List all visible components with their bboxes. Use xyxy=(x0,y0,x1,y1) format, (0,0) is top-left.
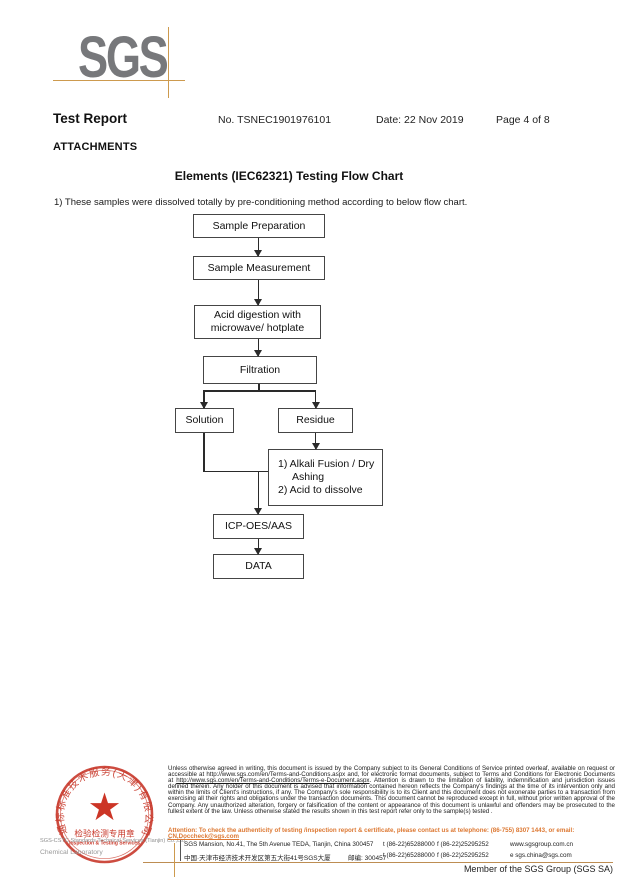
sgs-member-line: Member of the SGS Group (SGS SA) xyxy=(463,864,613,874)
connector-solution-down xyxy=(203,433,205,472)
report-date: Date: 22 Nov 2019 xyxy=(376,114,464,126)
legal-text-part2: . Attention is drawn to the limitation o… xyxy=(168,777,615,815)
node-residue: Residue xyxy=(278,408,353,433)
node-solution: Solution xyxy=(175,408,234,433)
stamp-star-icon: ★ xyxy=(87,787,121,829)
node-label-line2: Ashing xyxy=(292,471,325,484)
address-separator-bar xyxy=(180,840,181,861)
node-alkali-fusion: 1) Alkali Fusion / Dry Ashing 2) Acid to… xyxy=(268,449,383,506)
lab-name: Chemical Laboratory xyxy=(40,849,103,856)
arrow-digestion-to-filtration xyxy=(257,339,260,356)
sgs-logo: SGS xyxy=(78,25,169,90)
node-icp-oes-aas: ICP-OES/AAS xyxy=(213,514,304,539)
node-label: DATA xyxy=(245,560,272,573)
node-label: Sample Preparation xyxy=(212,219,306,232)
node-label: Sample Measurement xyxy=(207,261,311,274)
footer-crosshair-vertical-line xyxy=(174,843,176,877)
phone-number: t (86-22)65288000 xyxy=(383,841,435,848)
node-label: Residue xyxy=(296,414,335,427)
company-stamp: 通标标准技术服务(天津)有限公司 ★ 检验检测专用章 Inspection & … xyxy=(54,765,154,864)
doccheck-email-link[interactable]: CN.Doccheck@sgs.com xyxy=(168,833,240,841)
node-label: Filtration xyxy=(239,363,281,376)
arrow-to-residue xyxy=(314,391,317,408)
node-label-line1: 1) Alkali Fusion / Dry xyxy=(278,458,375,471)
phone-number: t (86-22)65288000 xyxy=(383,852,435,859)
node-acid-digestion: Acid digestion with microwave/ hotplate xyxy=(194,305,321,339)
fax-number: f (86-22)25295252 xyxy=(437,841,489,848)
flowchart-title: Elements (IEC62321) Testing Flow Chart xyxy=(174,169,404,183)
report-number: No. TSNEC1901976101 xyxy=(218,114,332,126)
attachments-heading: ATTACHMENTS xyxy=(53,141,138,153)
website-url[interactable]: www.sgsgroup.com.cn xyxy=(510,841,573,848)
legal-disclaimer: Unless otherwise agreed in writing, this… xyxy=(168,765,615,815)
node-label: ICP-OES/AAS xyxy=(224,520,293,533)
arrow-to-solution xyxy=(203,391,205,408)
arrow-to-icp xyxy=(257,471,260,514)
logo-crosshair-vertical-line xyxy=(167,27,170,98)
postal-code: 邮编: 300457 xyxy=(348,854,387,862)
arrow-prep-to-measurement xyxy=(257,238,260,256)
flowchart-intro-text: 1) These samples were dissolved totally … xyxy=(54,197,468,208)
attention-text: Attention: To check the authenticity of … xyxy=(168,827,575,834)
fax-number: f (86-22)25295252 xyxy=(437,852,489,859)
connector-solution-horizontal xyxy=(203,470,269,473)
email-address[interactable]: e sgs.china@sgs.com xyxy=(510,852,572,859)
address-cn: 中国·天津市经济技术开发区第五大街41号SGS大厦 xyxy=(184,854,331,862)
arrow-measurement-to-digestion xyxy=(257,280,260,305)
node-sample-preparation: Sample Preparation xyxy=(193,214,325,238)
terms-document-url[interactable]: http://www.sgs.com/en/Terms-and-Conditio… xyxy=(176,777,370,785)
node-label-line2: microwave/ hotplate xyxy=(210,322,305,334)
attention-notice: Attention: To check the authenticity of … xyxy=(168,827,615,841)
stamp-outer-ring xyxy=(55,765,154,864)
node-data: DATA xyxy=(213,554,304,579)
footer-rule xyxy=(143,861,613,864)
connector-split-horizontal xyxy=(203,390,317,392)
arrow-icp-to-data xyxy=(257,539,260,554)
stamp-center-label: 检验检测专用章 xyxy=(74,828,135,839)
doc-type-title: Test Report xyxy=(53,111,128,126)
node-label-line1: Acid digestion with xyxy=(214,309,301,322)
logo-crosshair-horizontal-line xyxy=(53,79,185,82)
node-sample-measurement: Sample Measurement xyxy=(193,256,325,280)
stamp-inner-ring xyxy=(59,769,150,860)
legal-text-part1: Unless otherwise agreed in writing, this… xyxy=(168,765,615,785)
lab-company-name: SGS-CSTC Standards Technical Services (T… xyxy=(40,838,187,844)
connector-filtration-stub xyxy=(258,384,260,391)
node-label: Solution xyxy=(185,414,224,427)
page-indicator: Page 4 of 8 xyxy=(496,114,550,126)
arrow-residue-to-alkali xyxy=(314,433,317,449)
node-filtration: Filtration xyxy=(203,356,317,384)
stamp-center-sublabel: Inspection & Testing Services xyxy=(69,841,140,847)
node-label-line3: 2) Acid to dissolve xyxy=(278,483,363,496)
address-en: SGS Mansion, No.41, The 5th Avenue TEDA,… xyxy=(184,841,374,848)
